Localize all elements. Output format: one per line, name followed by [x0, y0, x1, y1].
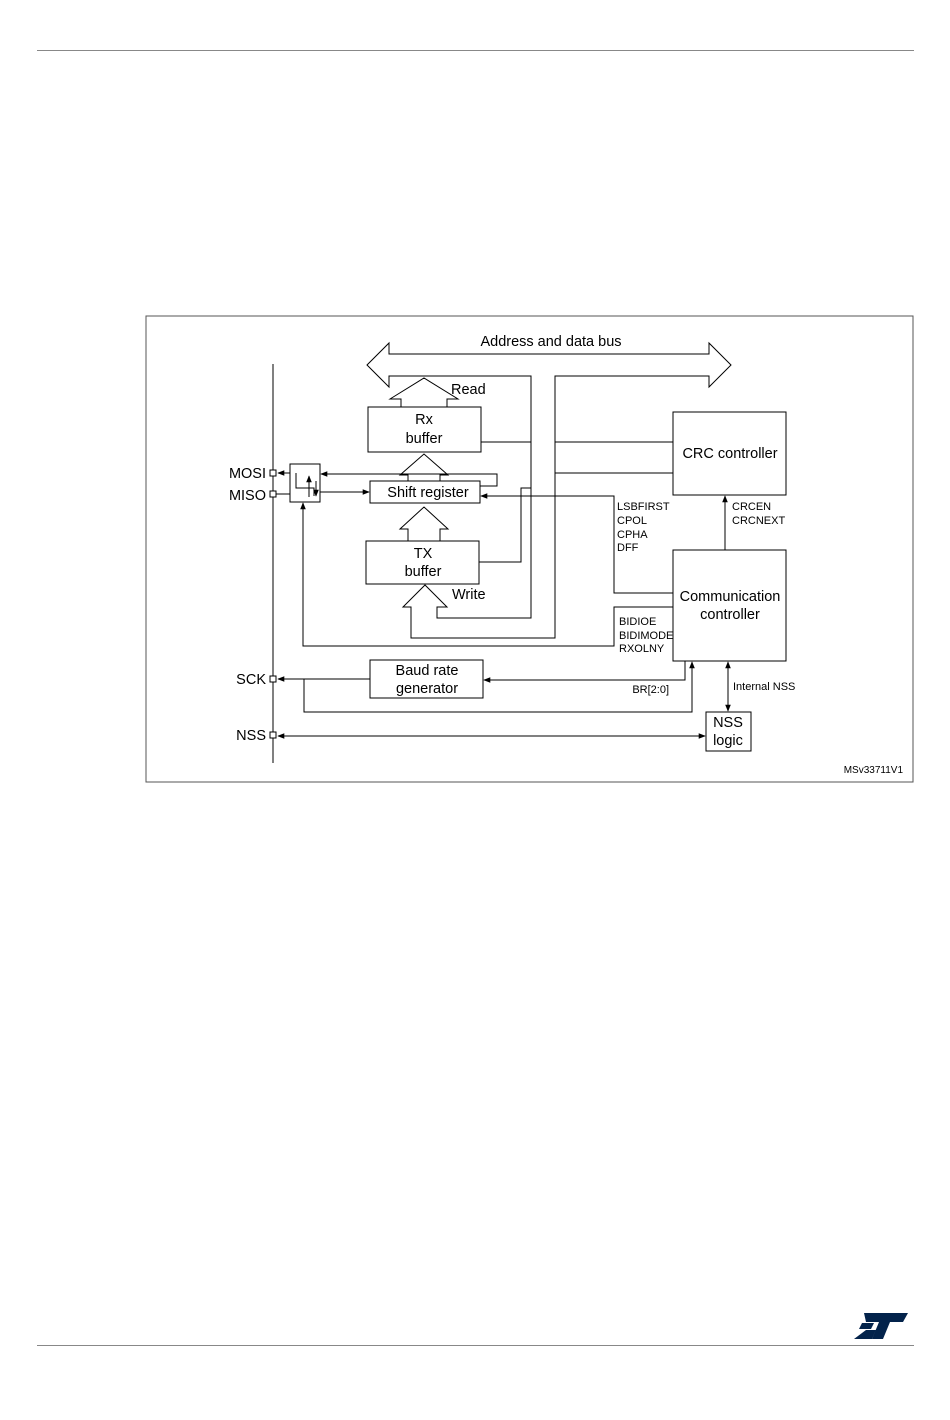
rx-buffer-label-line1: Rx: [415, 412, 433, 428]
nss-logic-label-line1: NSS: [713, 715, 743, 731]
crc-controller-label: CRC controller: [682, 446, 777, 462]
rx-buffer-label-line2: buffer: [406, 431, 443, 447]
config-bit-bidioe: BIDIOE: [619, 616, 656, 628]
br-line: [484, 661, 685, 680]
config-bit-dff: DFF: [617, 542, 639, 554]
sck-label: SCK: [236, 672, 266, 688]
tx-buffer-label-line2: buffer: [405, 564, 442, 580]
write-label: Write: [452, 587, 486, 603]
tx-to-shift-arrow: [400, 507, 448, 541]
nss-label: NSS: [236, 728, 266, 744]
read-label: Read: [451, 382, 486, 398]
communication-controller-box: [673, 550, 786, 661]
shift-to-rx-arrow: [400, 454, 448, 481]
internal-nss-label: Internal NSS: [733, 681, 795, 693]
crc-bit-crcen: CRCEN: [732, 501, 771, 513]
crc-bit-crcnext: CRCNEXT: [732, 515, 785, 527]
nss-pin: [270, 732, 276, 738]
mosi-pin: [270, 470, 276, 476]
tx-to-bus-line: [479, 488, 531, 562]
nss-logic-label-line2: logic: [713, 733, 743, 749]
config-bit-lsbfirst: LSBFIRST: [617, 501, 670, 513]
communication-controller-label-line2: controller: [700, 607, 760, 623]
read-arrow: [390, 378, 458, 407]
figure-id: MSv33711V1: [844, 765, 904, 776]
config-bit-bidimode: BIDIMODE: [619, 630, 673, 642]
shift-register-label: Shift register: [387, 485, 469, 501]
baud-rate-label-line2: generator: [396, 681, 458, 697]
baud-rate-label-line1: Baud rate: [396, 663, 459, 679]
miso-label: MISO: [229, 488, 266, 504]
communication-controller-label-line1: Communication: [680, 589, 781, 605]
mosi-label: MOSI: [229, 466, 266, 482]
tx-buffer-label-line1: TX: [414, 546, 433, 562]
st-logo: [852, 1311, 910, 1341]
config-bit-cpol: CPOL: [617, 515, 647, 527]
br-label: BR[2:0]: [632, 684, 669, 696]
bus-label: Address and data bus: [480, 334, 621, 350]
config-bit-cpha: CPHA: [617, 529, 648, 541]
miso-pin: [270, 491, 276, 497]
sck-pin: [270, 676, 276, 682]
config-bit-rxolny: RXOLNY: [619, 643, 665, 655]
